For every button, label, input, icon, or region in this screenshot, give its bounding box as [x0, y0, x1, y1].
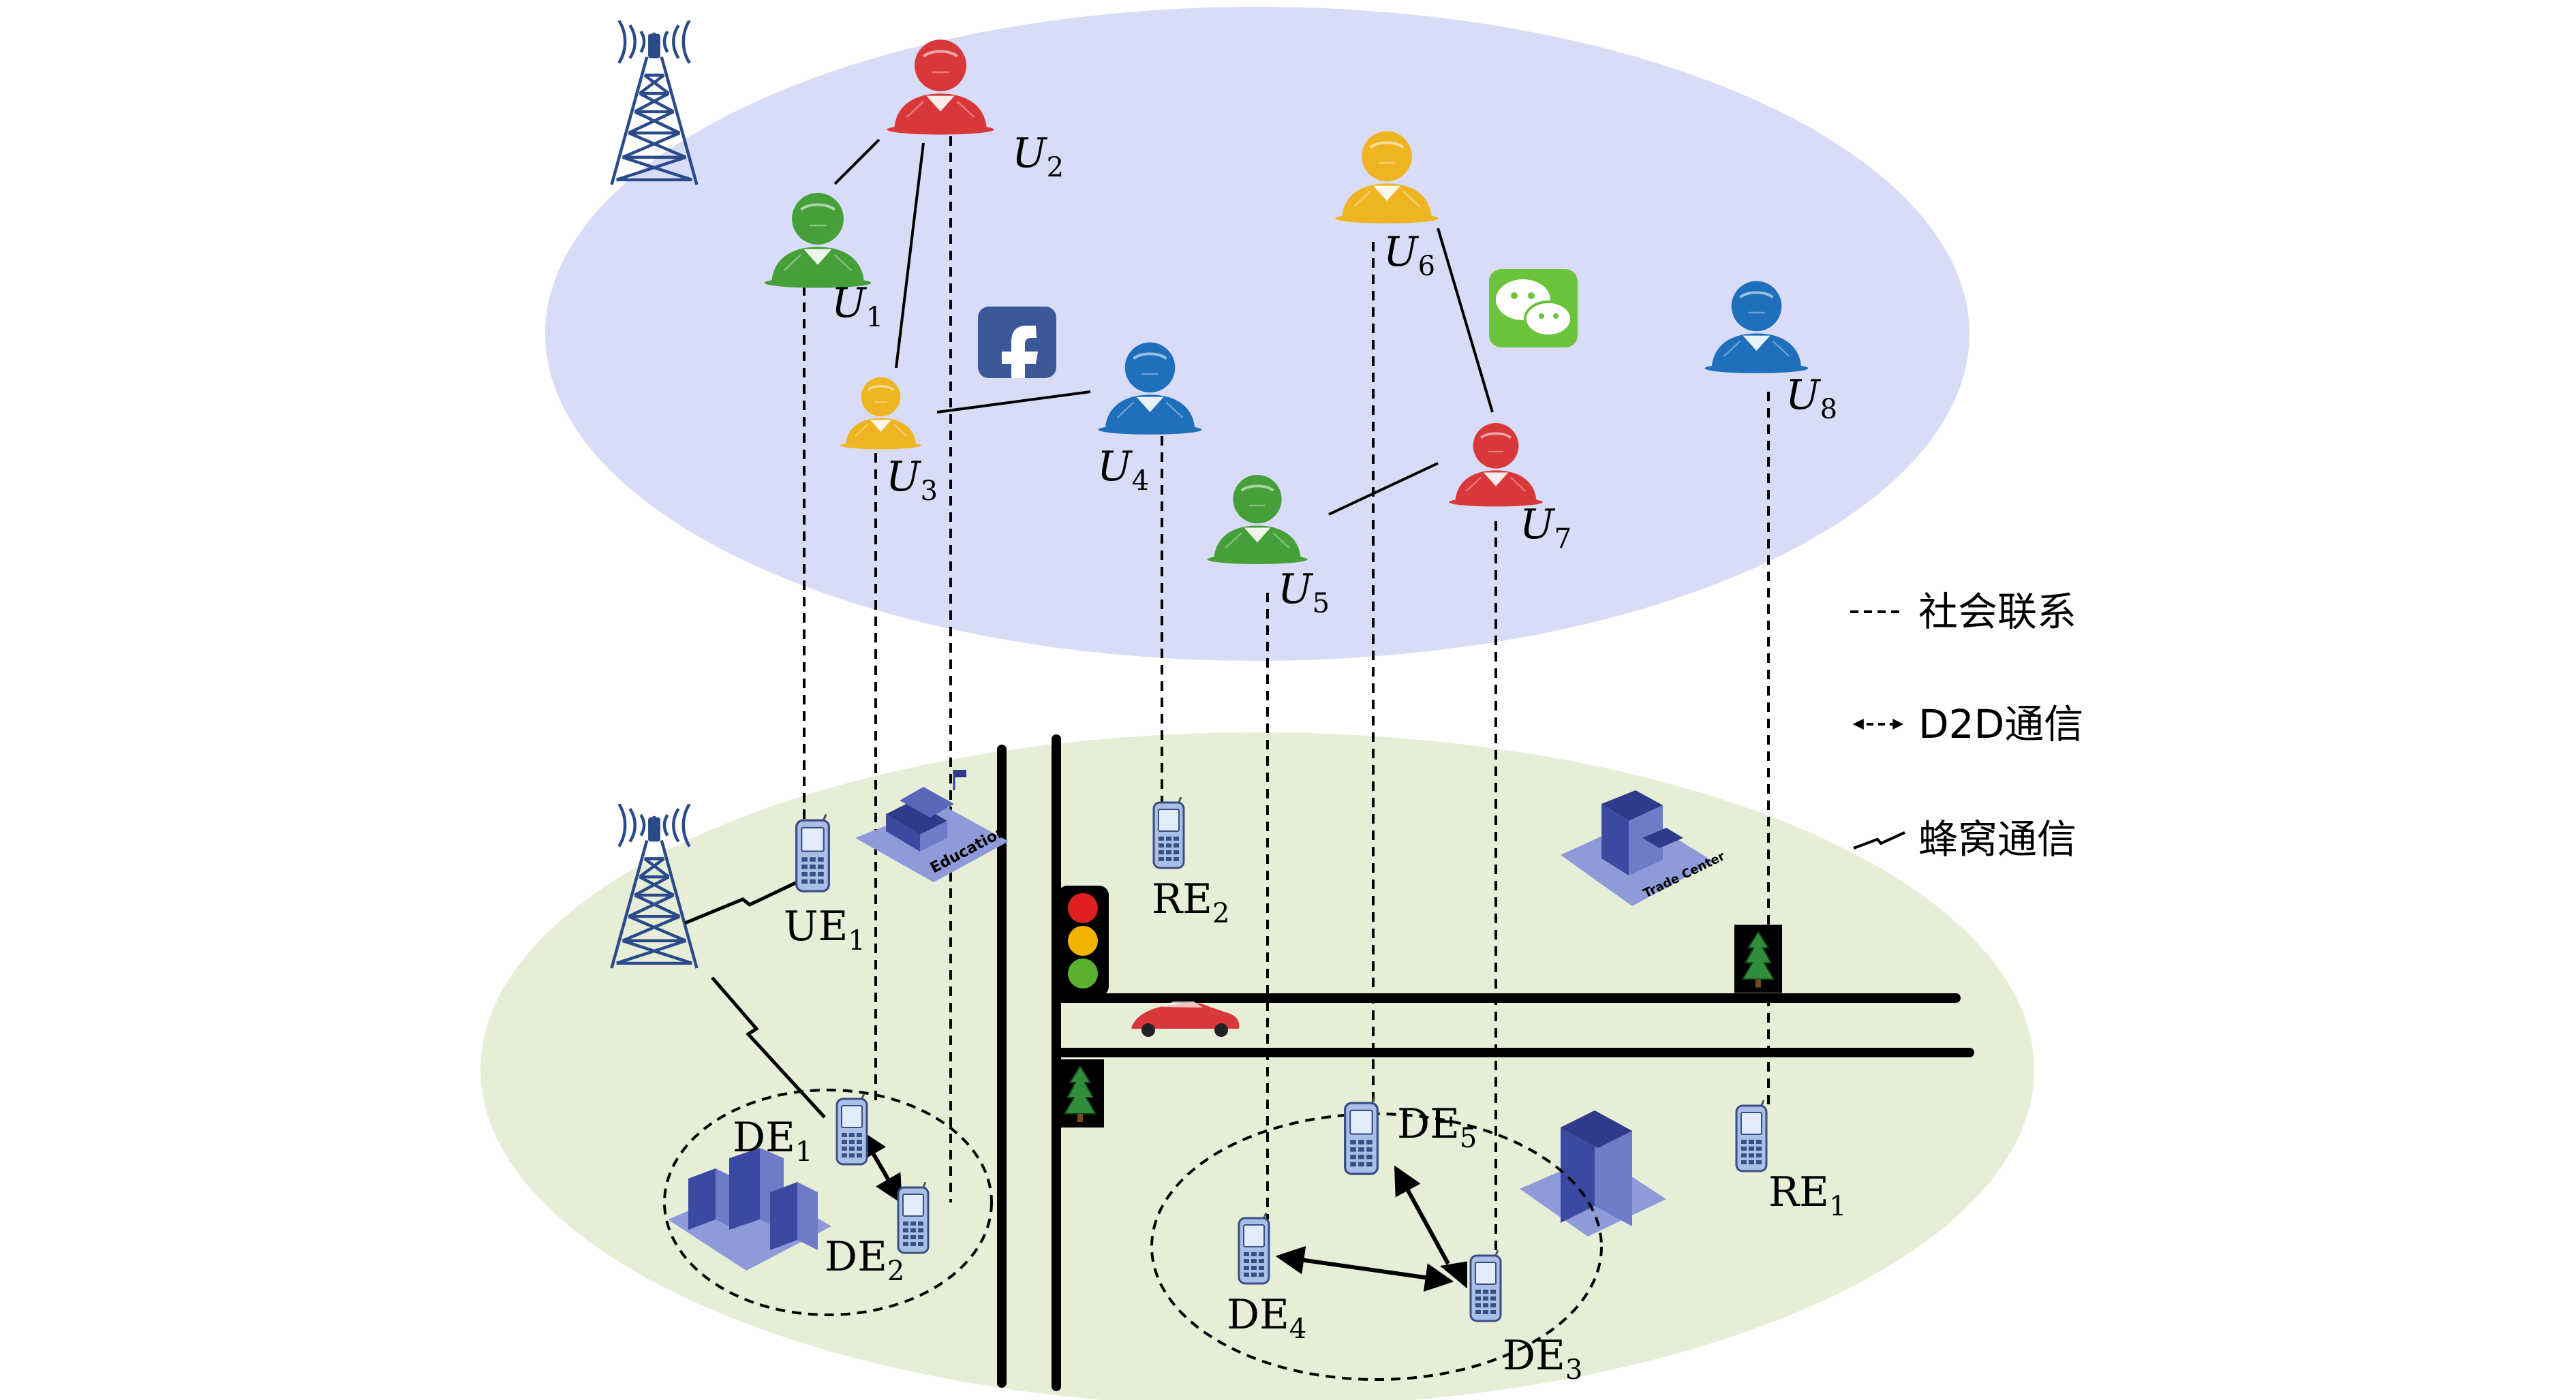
user-u1: U1	[765, 193, 883, 333]
device-label: DE3	[1503, 1332, 1582, 1386]
device-label: DE1	[733, 1114, 812, 1168]
device-label: DE5	[1397, 1100, 1477, 1154]
phone-icon	[1735, 1100, 1768, 1172]
legend-item-d2d: D2D通信	[1852, 701, 2083, 747]
phone-icon	[795, 814, 830, 892]
legend-item-social: 社会联系	[1850, 589, 2076, 635]
legend-item-cellular: 蜂窝通信	[1853, 816, 2076, 862]
device-de1: DE1	[733, 1093, 868, 1168]
car-icon	[1131, 1001, 1240, 1037]
social-ties	[833, 138, 1494, 516]
phone-icon	[1469, 1250, 1502, 1322]
tree-icon	[1056, 1059, 1104, 1127]
office-tower	[1520, 1110, 1666, 1236]
user-label: U8	[1785, 371, 1837, 425]
social-layer	[545, 7, 1969, 661]
phone-icon	[1344, 1097, 1379, 1175]
facebook-icon	[978, 307, 1056, 378]
device-de4: DE4	[1227, 1213, 1306, 1345]
legend-label: 社会联系	[1918, 589, 2076, 635]
device-ue1: UE1	[784, 814, 865, 956]
tree-icon	[1734, 924, 1782, 994]
device-de5: DE5	[1344, 1097, 1477, 1175]
phone-icon	[1238, 1213, 1270, 1285]
users: U1 U2 U3 U4 U5 U6 U7 U8	[765, 40, 1837, 619]
user-label: U5	[1278, 565, 1330, 619]
phone-icon	[897, 1182, 930, 1254]
user-label: U4	[1097, 443, 1149, 497]
residential-buildings	[668, 1148, 831, 1271]
device-re1: RE1	[1735, 1100, 1846, 1222]
legend-label: 蜂窝通信	[1918, 816, 2076, 862]
device-label: RE1	[1768, 1168, 1846, 1222]
user-label: U6	[1383, 228, 1435, 282]
user-label: U2	[1012, 129, 1064, 183]
device-label: UE1	[784, 903, 865, 956]
user-label: U7	[1520, 501, 1571, 555]
user-label: U1	[831, 279, 883, 333]
user-u8: U8	[1705, 281, 1837, 425]
device-label: DE4	[1227, 1291, 1306, 1345]
legend: 社会联系 D2D通信 蜂窝通信	[1850, 589, 2083, 862]
legend-label: D2D通信	[1918, 701, 2083, 747]
wechat-icon	[1489, 269, 1578, 347]
user-u2: U2	[887, 40, 1064, 183]
physical-layer	[480, 732, 2034, 1400]
device-de3: DE3	[1469, 1250, 1582, 1386]
device-label: RE2	[1152, 875, 1229, 929]
d2d-cluster-left	[663, 1089, 993, 1316]
device-re2: RE2	[1152, 797, 1229, 929]
device-label: DE2	[825, 1233, 904, 1287]
d2d-links	[859, 1129, 1467, 1292]
cellular-links	[684, 877, 826, 1119]
devices: UE1 RE2 DE1 DE2 DE5 DE4 DE3 RE1	[733, 797, 1846, 1386]
user-label: U3	[886, 453, 938, 507]
user-u5: U5	[1207, 475, 1330, 619]
user-u7: U7	[1449, 423, 1571, 555]
user-u6: U6	[1335, 131, 1439, 282]
traffic-light-icon	[1058, 886, 1109, 996]
phone-icon	[835, 1093, 868, 1166]
user-u4: U4	[1097, 343, 1202, 497]
device-de2: DE2	[825, 1182, 930, 1287]
phone-icon	[1152, 797, 1185, 869]
user-u3: U3	[839, 375, 938, 507]
